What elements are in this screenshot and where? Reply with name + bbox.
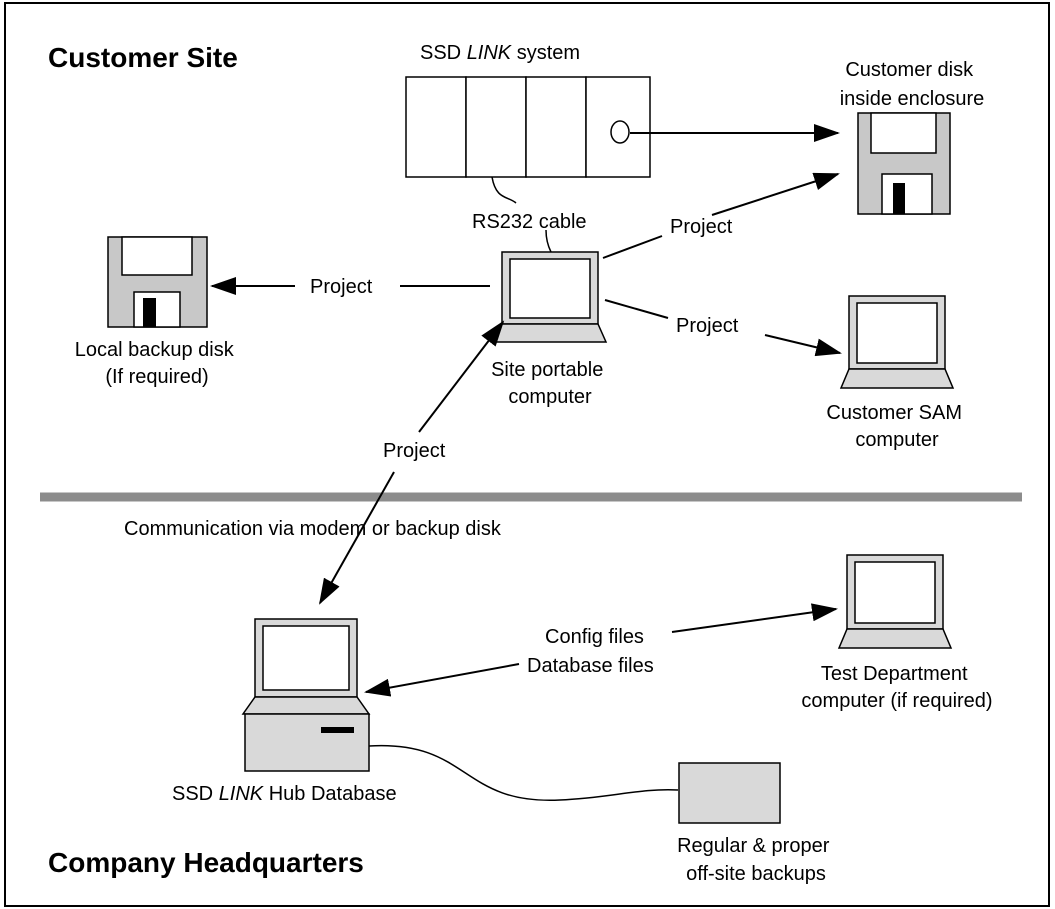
hub-database-label: SSD LINK Hub Database	[172, 783, 397, 805]
communication-label: Communication via modem or backup disk	[124, 518, 502, 540]
test-dept-label: Test Department computer (if required)	[801, 663, 992, 712]
rack-module	[405, 76, 467, 178]
arrow-to-customer-disk-2	[711, 172, 840, 216]
local-backup-disk-icon	[107, 236, 208, 328]
offsite-backup-box	[678, 762, 781, 824]
rs232-cable-end	[545, 229, 552, 253]
site-portable-laptop-icon	[492, 251, 608, 343]
arrow-to-hub	[364, 663, 520, 697]
project-label-hub: Project	[383, 440, 446, 462]
customer-disk-label: Customer disk inside enclosure	[840, 59, 985, 110]
hub-database-computer-icon	[241, 618, 371, 772]
rs232-cable	[491, 176, 517, 204]
ssd-link-system: SSD LINK system	[405, 42, 651, 178]
test-dept-laptop-icon	[837, 554, 953, 649]
offsite-backup-label: Regular & proper off-site backups	[677, 835, 835, 885]
line-to-sam	[604, 299, 669, 319]
company-hq-heading: Company Headquarters	[48, 847, 364, 878]
customer-site-heading: Customer Site	[48, 42, 238, 73]
site-portable-label: Site portable computer	[491, 359, 609, 408]
project-label-local: Project	[310, 276, 373, 298]
database-files-label: Database files	[527, 655, 654, 677]
customer-sam-label: Customer SAM computer	[826, 402, 967, 451]
config-files-label: Config files	[545, 626, 644, 648]
rs232-cable-label: RS232 cable	[472, 211, 587, 233]
local-backup-disk-label: Local backup disk (If required)	[75, 339, 240, 388]
arrow-to-test-dept	[671, 603, 838, 633]
customer-sam-laptop-icon	[839, 295, 955, 389]
arrow-to-sam	[764, 334, 842, 357]
line-to-customer-disk-2	[602, 235, 663, 259]
project-label-customer-disk: Project	[670, 216, 733, 238]
project-label-sam: Project	[676, 315, 739, 337]
disk-slot-icon	[610, 120, 630, 144]
rack-module	[465, 76, 527, 178]
arrow-down-to-hub	[319, 471, 395, 605]
customer-disk-icon	[857, 112, 951, 215]
rack-module	[525, 76, 587, 178]
backup-cable	[368, 744, 679, 801]
arrow-up-to-portable	[418, 320, 505, 433]
link-system-label: SSD LINK system	[420, 42, 580, 64]
